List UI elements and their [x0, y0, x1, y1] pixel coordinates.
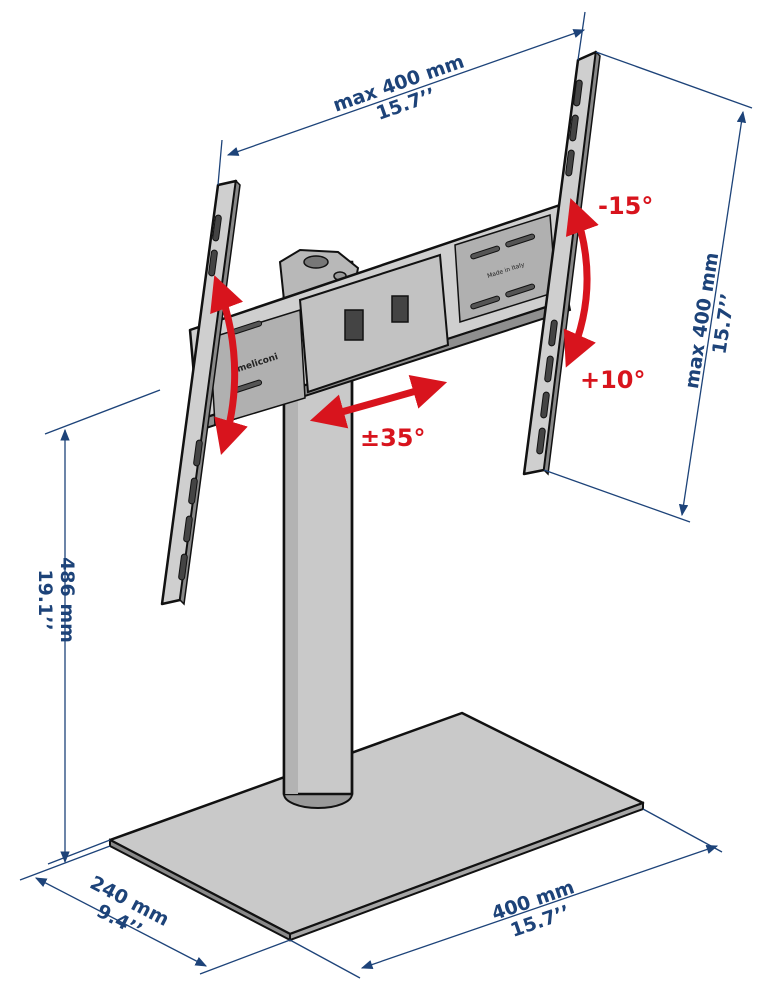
dimension-lines	[19, 11, 753, 979]
base-depth-dimension: 240 mm 9.4’’	[86, 872, 172, 942]
top-width-dimension: max 400 mm 15.7’’	[330, 50, 467, 124]
tilt-down-label: +10°	[580, 366, 646, 394]
swivel-arrow	[309, 374, 448, 429]
column-height-dimension: 486 mm 19.1’’	[34, 557, 78, 643]
right-tilt-arrow	[563, 198, 599, 368]
right-height-dimension: max 400 mm 15.7’’	[681, 251, 739, 390]
column-height-mm: 486 mm	[56, 557, 78, 643]
base-width-dimension: 400 mm 15.7’’	[489, 876, 577, 942]
column-height-inch: 19.1’’	[34, 569, 56, 630]
tilt-up-label: -15°	[598, 192, 653, 220]
left-tilt-arrow	[210, 275, 248, 456]
swivel-label: ±35°	[360, 424, 426, 452]
horizontal-bar	[188, 203, 572, 432]
